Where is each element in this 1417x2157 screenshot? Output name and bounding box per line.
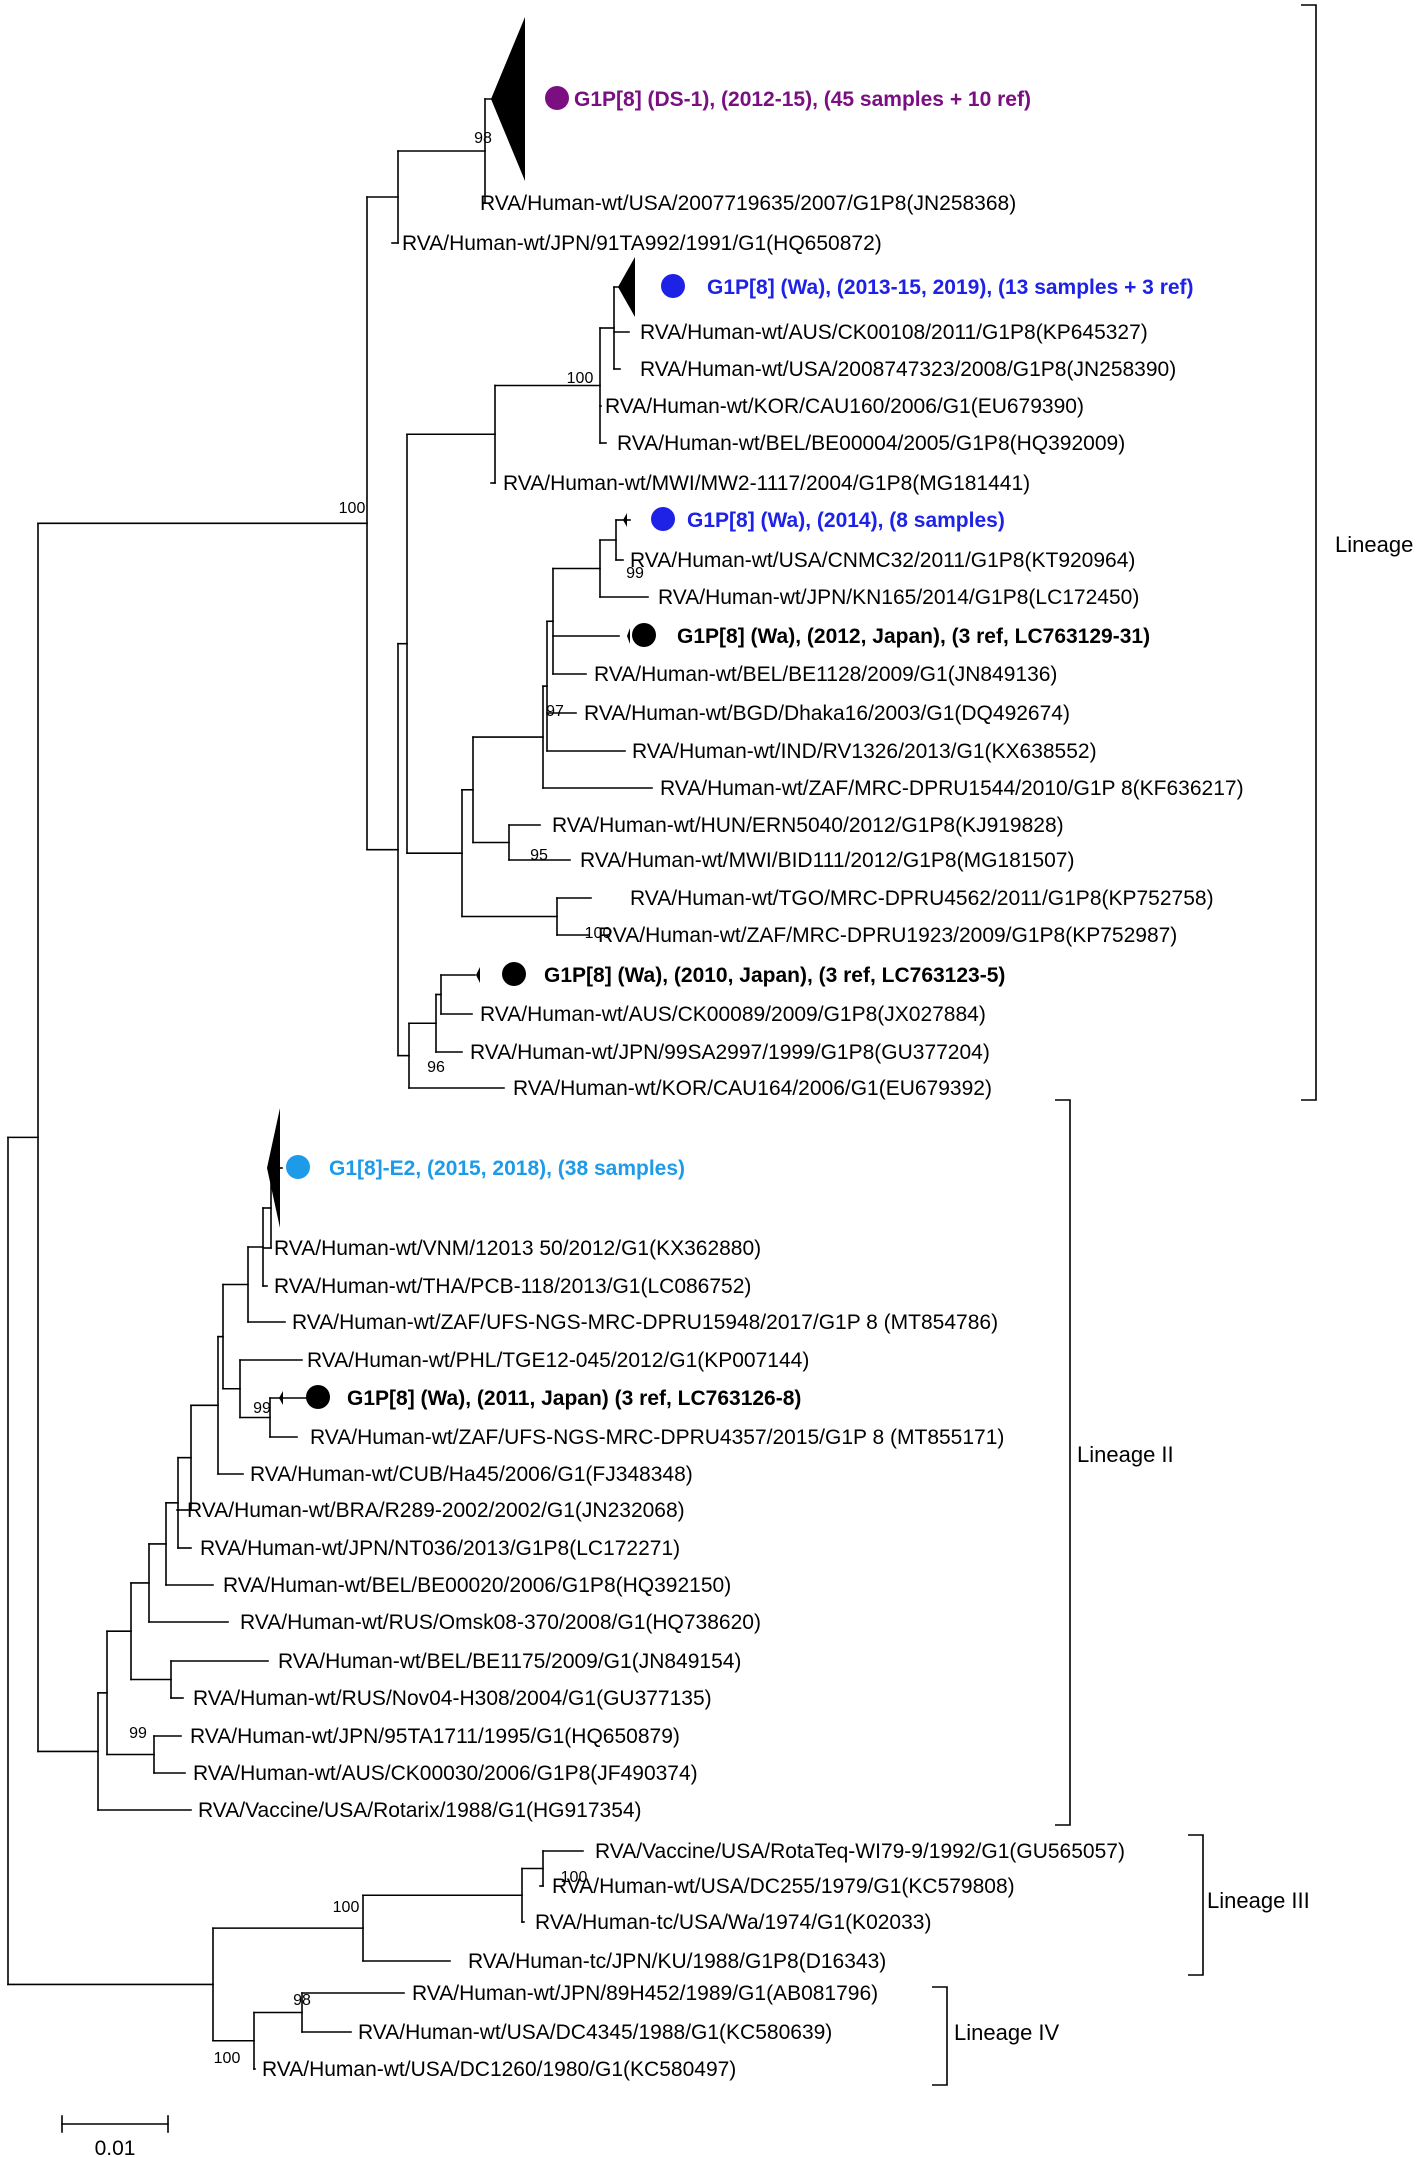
leaf-label-l41: RVA/Human-wt/AUS/CK00030/2006/G1P8(JF490… — [193, 1762, 698, 1785]
leaf-label-l5: RVA/Human-wt/AUS/CK00108/2011/G1P8(KP645… — [640, 321, 1148, 344]
leaf-label-l40: RVA/Human-wt/JPN/95TA1711/1995/G1(HQ6508… — [190, 1725, 680, 1748]
bootstrap-value: 97 — [546, 703, 564, 720]
scale-bar: 0.01 — [61, 2115, 169, 2157]
tree-branches — [7, 98, 653, 2070]
leaf-label-l19: RVA/Human-wt/MWI/BID111/2012/G1P8(MG1815… — [580, 849, 1074, 872]
lineage-label-2: Lineage II — [1077, 1442, 1174, 1467]
leaf-label-l15: RVA/Human-wt/BGD/Dhaka16/2003/G1(DQ49267… — [584, 702, 1070, 725]
leaf-label-jp2010: G1P[8] (Wa), (2010, Japan), (3 ref, LC76… — [544, 964, 1005, 987]
marker-wa1 — [661, 274, 685, 298]
lineage-label-1: Lineage I — [1335, 532, 1417, 557]
leaf-label-l47: RVA/Human-wt/JPN/89H452/1989/G1(AB081796… — [412, 1982, 878, 2005]
leaf-label-l21: RVA/Human-wt/ZAF/MRC-DPRU1923/2009/G1P8(… — [598, 924, 1177, 947]
leaf-label-l24: RVA/Human-wt/JPN/99SA2997/1999/G1P8(GU37… — [470, 1041, 990, 1064]
marker-wa2 — [651, 507, 675, 531]
leaf-label-l42: RVA/Vaccine/USA/Rotarix/1988/G1(HG917354… — [198, 1799, 642, 1822]
collapsed-clade-wa1 — [618, 257, 635, 317]
bootstrap-value: 98 — [293, 1992, 311, 2009]
lineage-bracket-2 — [1055, 1099, 1071, 1826]
scale-bar-label: 0.01 — [95, 2137, 136, 2157]
leaf-label-l35: RVA/Human-wt/JPN/NT036/2013/G1P8(LC17227… — [200, 1537, 680, 1560]
leaf-label-l36: RVA/Human-wt/BEL/BE00020/2006/G1P8(HQ392… — [223, 1574, 731, 1597]
collapsed-clades — [267, 17, 635, 1405]
bootstrap-value: 100 — [214, 2050, 241, 2067]
bootstrap-value: 97 — [637, 631, 655, 648]
leaf-label-l3: RVA/Human-wt/JPN/91TA992/1991/G1(HQ65087… — [402, 232, 882, 255]
marker-ds1 — [545, 86, 569, 110]
leaf-label-l7: RVA/Human-wt/KOR/CAU160/2006/G1(EU679390… — [605, 395, 1084, 418]
bootstrap-values: 98 100 100 99 97 97 95 100 96 99 99 100 100 98 100 — [129, 130, 655, 2067]
leaf-label-l38: RVA/Human-wt/BEL/BE1175/2009/G1(JN849154… — [278, 1650, 741, 1673]
marker-e2 — [286, 1155, 310, 1179]
leaf-label-wa2: G1P[8] (Wa), (2014), (8 samples) — [687, 509, 1005, 532]
leaf-label-l30: RVA/Human-wt/PHL/TGE12-045/2012/G1(KP007… — [307, 1349, 809, 1372]
leaf-label-l23: RVA/Human-wt/AUS/CK00089/2009/G1P8(JX027… — [480, 1003, 986, 1026]
leaf-label-l39: RVA/Human-wt/RUS/Nov04-H308/2004/G1(GU37… — [193, 1687, 712, 1710]
leaf-label-l16: RVA/Human-wt/IND/RV1326/2013/G1(KX638552… — [632, 740, 1097, 763]
leaf-label-l6: RVA/Human-wt/USA/2008747323/2008/G1P8(JN… — [640, 358, 1176, 381]
bootstrap-value: 96 — [427, 1059, 445, 1076]
leaf-label-l27: RVA/Human-wt/VNM/12013 50/2012/G1(KX3628… — [274, 1237, 761, 1260]
bootstrap-value: 95 — [530, 847, 548, 864]
lineage-label-3: Lineage III — [1207, 1888, 1310, 1913]
leaf-label-l20: RVA/Human-wt/TGO/MRC-DPRU4562/2011/G1P8(… — [630, 887, 1214, 910]
leaf-label-l48: RVA/Human-wt/USA/DC4345/1988/G1(KC580639… — [358, 2021, 832, 2044]
bootstrap-value: 99 — [129, 1725, 147, 1742]
bootstrap-value: 100 — [333, 1899, 360, 1916]
leaf-label-l28: RVA/Human-wt/THA/PCB-118/2013/G1(LC08675… — [274, 1275, 751, 1298]
collapsed-clade-jp2012 — [627, 628, 630, 644]
leaf-label-jp2011: G1P[8] (Wa), (2011, Japan) (3 ref, LC763… — [347, 1387, 801, 1410]
lineage-brackets: Lineage I Lineage II Lineage III Lineage IV — [932, 4, 1417, 2086]
leaf-label-l32: RVA/Human-wt/ZAF/UFS-NGS-MRC-DPRU4357/20… — [310, 1426, 1004, 1449]
leaf-labels: G1P[8] (DS-1), (2012-15), (45 samples + … — [187, 88, 1244, 2081]
collapsed-clade-jp2011 — [279, 1391, 283, 1405]
leaf-label-l45: RVA/Human-tc/USA/Wa/1974/G1(K02033) — [535, 1911, 931, 1934]
bootstrap-value: 100 — [561, 1869, 588, 1886]
collapsed-clade-e2 — [267, 1108, 280, 1228]
lineage-bracket-3 — [1188, 1834, 1204, 1976]
leaf-label-l11: RVA/Human-wt/USA/CNMC32/2011/G1P8(KT9209… — [630, 549, 1135, 572]
leaf-label-l43: RVA/Vaccine/USA/RotaTeq-WI79-9/1992/G1(G… — [595, 1840, 1125, 1863]
leaf-label-l37: RVA/Human-wt/RUS/Omsk08-370/2008/G1(HQ73… — [240, 1611, 761, 1634]
lineage-bracket-1 — [1301, 4, 1317, 1101]
bootstrap-value: 98 — [474, 130, 492, 147]
leaf-label-l2: RVA/Human-wt/USA/2007719635/2007/G1P8(JN… — [480, 192, 1016, 215]
leaf-label-l18: RVA/Human-wt/HUN/ERN5040/2012/G1P8(KJ919… — [552, 814, 1064, 837]
leaf-label-l44: RVA/Human-wt/USA/DC255/1979/G1(KC579808) — [552, 1875, 1015, 1898]
leaf-label-l46: RVA/Human-tc/JPN/KU/1988/G1P8(D16343) — [468, 1950, 886, 1973]
marker-jp2012 — [632, 623, 656, 647]
leaf-label-l8: RVA/Human-wt/BEL/BE00004/2005/G1P8(HQ392… — [617, 432, 1125, 455]
leaf-label-l14: RVA/Human-wt/BEL/BE1128/2009/G1(JN849136… — [594, 663, 1057, 686]
lineage-bracket-4 — [932, 1986, 948, 2086]
leaf-label-e2: G1[8]-E2, (2015, 2018), (38 samples) — [329, 1157, 685, 1180]
bootstrap-value: 99 — [253, 1400, 271, 1417]
leaf-label-l49: RVA/Human-wt/USA/DC1260/1980/G1(KC580497… — [262, 2058, 736, 2081]
bootstrap-value: 100 — [339, 500, 366, 517]
leaf-label-l17: RVA/Human-wt/ZAF/MRC-DPRU1544/2010/G1P 8… — [660, 777, 1244, 800]
bootstrap-value: 99 — [626, 565, 644, 582]
leaf-label-ds1: G1P[8] (DS-1), (2012-15), (45 samples + … — [574, 88, 1031, 111]
collapsed-clade-jp2010 — [476, 967, 480, 983]
leaf-label-jp2012: G1P[8] (Wa), (2012, Japan), (3 ref, LC76… — [677, 625, 1150, 648]
leaf-label-l9: RVA/Human-wt/MWI/MW2-1117/2004/G1P8(MG18… — [503, 472, 1030, 495]
clade-markers — [286, 86, 685, 1409]
lineage-label-4: Lineage IV — [954, 2020, 1060, 2045]
marker-jp2011 — [306, 1385, 330, 1409]
leaf-label-l34: RVA/Human-wt/BRA/R289-2002/2002/G1(JN232… — [187, 1499, 685, 1522]
collapsed-clade-wa2 — [623, 513, 627, 527]
collapsed-clade-ds1 — [491, 17, 525, 181]
bootstrap-value: 100 — [585, 925, 612, 942]
leaf-label-l29: RVA/Human-wt/ZAF/UFS-NGS-MRC-DPRU15948/2… — [292, 1311, 998, 1334]
bootstrap-value: 100 — [567, 370, 594, 387]
leaf-label-wa1: G1P[8] (Wa), (2013-15, 2019), (13 sample… — [707, 276, 1194, 299]
leaf-label-l25: RVA/Human-wt/KOR/CAU164/2006/G1(EU679392… — [513, 1077, 992, 1100]
leaf-label-l33: RVA/Human-wt/CUB/Ha45/2006/G1(FJ348348) — [250, 1463, 693, 1486]
leaf-label-l12: RVA/Human-wt/JPN/KN165/2014/G1P8(LC17245… — [658, 586, 1139, 609]
marker-jp2010 — [502, 962, 526, 986]
